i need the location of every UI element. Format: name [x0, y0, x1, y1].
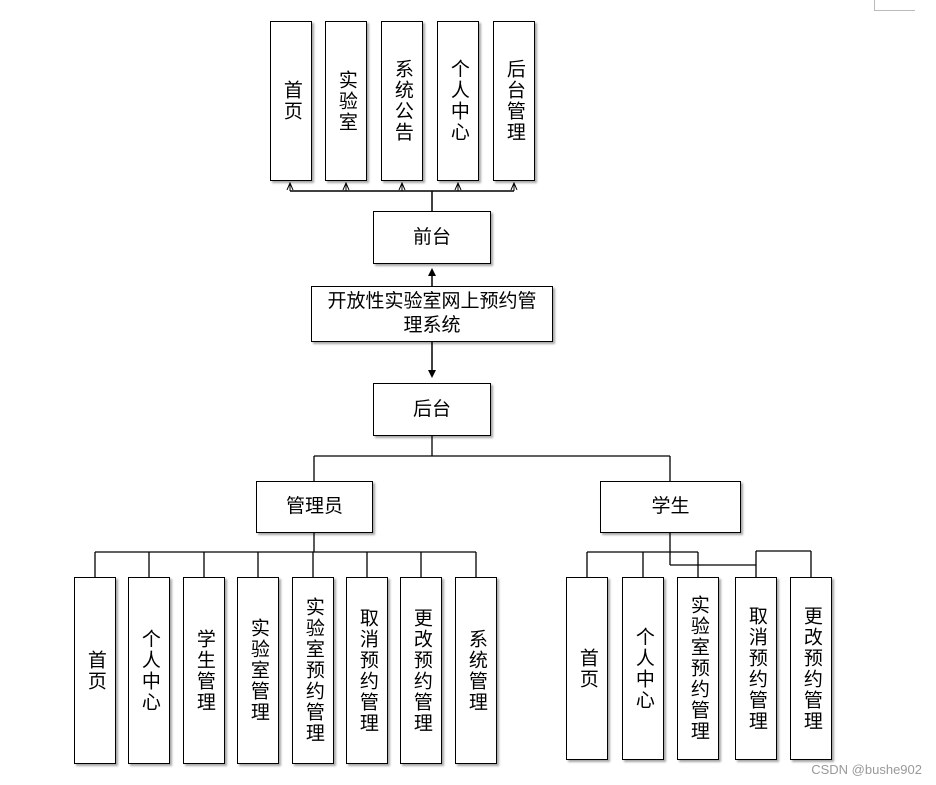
admin-node-cancel-reservation: 取消预约管理	[346, 577, 388, 764]
student-node-cancel-reservation: 取消预约管理	[735, 577, 777, 760]
admin-node-change-reservation: 更改预约管理	[400, 577, 442, 764]
backend-node: 后台	[373, 383, 491, 436]
student-node-change-reservation: 更改预约管理	[790, 577, 832, 760]
admin-node-profile: 个人中心	[128, 577, 170, 764]
student-node-home: 首页	[566, 577, 608, 760]
admin-node: 管理员	[256, 481, 373, 533]
admin-node-system-mgmt: 系统管理	[455, 577, 497, 764]
student-node: 学生	[600, 481, 741, 533]
admin-node-student-mgmt: 学生管理	[183, 577, 225, 764]
watermark-text: CSDN @bushe902	[811, 762, 922, 777]
root-node: 开放性实验室网上预约管理系统	[311, 286, 553, 342]
frontend-branch-arrows	[290, 183, 514, 191]
admin-node-home: 首页	[74, 577, 116, 764]
frontend-node-backend-admin: 后台管理	[493, 21, 535, 181]
student-node-profile: 个人中心	[622, 577, 664, 760]
frontend-node-home: 首页	[270, 21, 312, 181]
frontend-node-lab: 实验室	[325, 21, 367, 181]
admin-node-lab-mgmt: 实验室管理	[237, 577, 279, 764]
frontend-node: 前台	[373, 211, 491, 264]
corner-mark	[874, 0, 915, 11]
frontend-node-announcement: 系统公告	[381, 21, 423, 181]
student-node-lab-reservation: 实验室预约管理	[677, 577, 719, 760]
frontend-node-profile: 个人中心	[437, 21, 479, 181]
admin-node-lab-reservation: 实验室预约管理	[292, 577, 334, 764]
